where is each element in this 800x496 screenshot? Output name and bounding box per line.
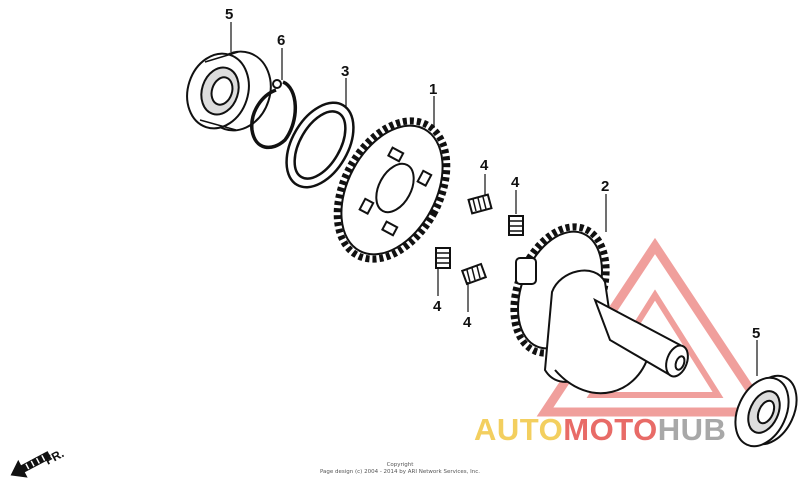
- circlip[interactable]: [250, 79, 298, 150]
- spring-upper-left[interactable]: [467, 193, 493, 215]
- callout-bearing-bottom: 5: [752, 325, 760, 342]
- spring-upper-right[interactable]: [508, 215, 524, 236]
- copyright-line-1: Copyright: [386, 462, 414, 468]
- watermark-logo: AUTOMOTOHUB: [474, 412, 726, 448]
- spring-lower-left[interactable]: [435, 247, 451, 269]
- callout-balancer-shaft: 2: [601, 178, 609, 195]
- watermark-part-2: MOTO: [563, 412, 658, 447]
- copyright-line-2: Page design (c) 2004 - 2014 by ARI Netwo…: [319, 469, 481, 475]
- callout-circlip: 6: [277, 32, 285, 49]
- bearing-bottom[interactable]: [725, 367, 800, 455]
- callout-spring-lower-left: 4: [433, 298, 442, 315]
- copyright-notice: Copyright Page design (c) 2004 - 2014 by…: [300, 462, 500, 476]
- watermark-part-1: AUTO: [474, 412, 564, 447]
- front-arrow-icon: [10, 451, 52, 478]
- bearing-top[interactable]: [178, 43, 281, 139]
- callout-oil-seal: 3: [341, 63, 349, 80]
- callout-spring-upper-right: 4: [511, 174, 520, 191]
- front-label: FR.: [43, 446, 67, 467]
- callout-bearing-top: 5: [225, 6, 233, 23]
- callout-driven-gear: 1: [429, 81, 437, 98]
- balancer-shaft[interactable]: [496, 213, 692, 395]
- watermark-part-3: HUB: [657, 412, 727, 447]
- callout-spring-lower-right: 4: [463, 314, 472, 331]
- spring-lower-right[interactable]: [460, 262, 488, 286]
- oil-seal[interactable]: [273, 91, 367, 199]
- callout-spring-upper-left: 4: [480, 157, 489, 174]
- leader-lines: [230, 22, 758, 376]
- driven-gear[interactable]: [315, 102, 469, 278]
